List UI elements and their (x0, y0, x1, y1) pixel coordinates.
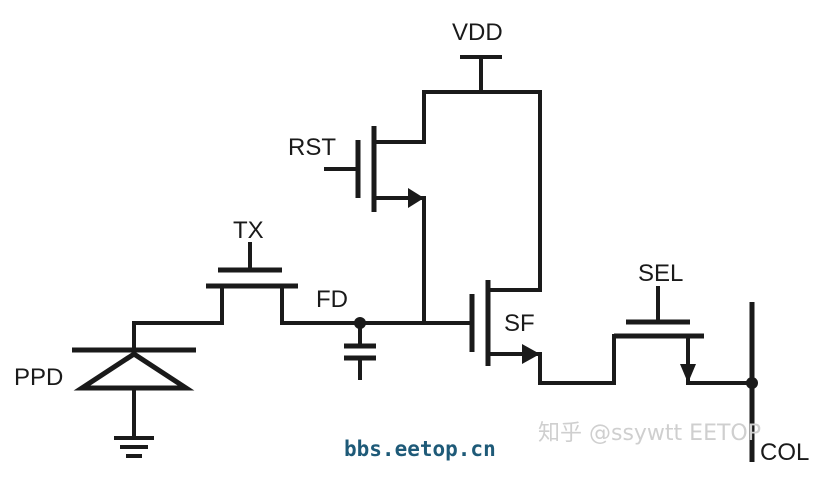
ppd-label: PPD (14, 364, 63, 391)
tx-label: TX (233, 217, 264, 244)
ground-icon (114, 436, 154, 458)
sf-transistor: SF (469, 280, 628, 385)
watermark: 知乎 @ssywtt EETOP (538, 421, 761, 446)
rst-arrow-icon (408, 188, 424, 208)
rst-label: RST (288, 134, 336, 161)
rst-transistor: RST (288, 90, 426, 325)
vdd-label: VDD (452, 19, 503, 46)
fd-label: FD (316, 286, 348, 313)
ppd-photodiode: PPD (14, 321, 196, 438)
sel-transistor: SEL (614, 260, 754, 385)
col-output: COL (746, 302, 809, 466)
col-junction-dot (746, 377, 758, 389)
vdd-supply: VDD (422, 19, 542, 292)
fd-node: FD (316, 286, 474, 380)
sel-label: SEL (638, 260, 683, 287)
sf-arrow-icon (522, 344, 540, 364)
site-text: bbs.eetop.cn (344, 437, 496, 461)
col-label: COL (760, 439, 809, 466)
sf-label: SF (504, 310, 535, 337)
sel-arrow-icon (680, 364, 696, 383)
tx-transistor: TX (132, 217, 362, 325)
